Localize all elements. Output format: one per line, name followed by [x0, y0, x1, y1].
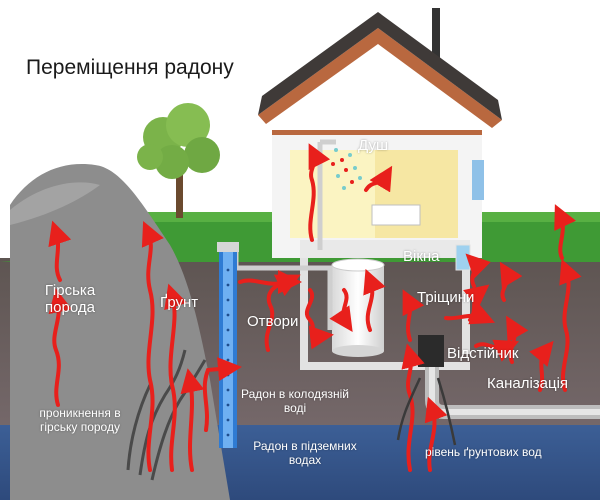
label-shower: Душ: [358, 137, 389, 154]
shower-spray: [331, 148, 362, 190]
tree: [137, 103, 220, 218]
roof: [258, 8, 502, 128]
label-groundwater: Радон в підземних водах: [250, 439, 360, 468]
label-cracks: Тріщини: [417, 289, 475, 306]
label-soil: Ґрунт: [160, 294, 199, 311]
label-rock-text: Гірська порода: [44, 282, 96, 317]
label-groundwater-text: Радон в підземних водах: [253, 439, 357, 467]
soil-cracks: [396, 377, 457, 446]
label-sump: Відстійник: [447, 345, 519, 362]
diagram-title: Переміщення радону: [26, 56, 234, 79]
label-rock: Гірська порода: [30, 282, 110, 317]
water-tank: [331, 258, 385, 357]
well: [217, 242, 239, 448]
sump-pit: [418, 335, 444, 367]
label-water-table: рівень ґрунтових вод: [425, 445, 542, 459]
radon-arrows: [48, 143, 582, 472]
label-sewer: Каналізація: [487, 375, 569, 392]
label-penetration: проникнення в гірську породу: [20, 406, 140, 435]
label-windows: Вікна: [403, 248, 440, 265]
label-well-water: Радон в колодязній воді: [240, 387, 350, 416]
label-well-water-text: Радон в колодязній воді: [241, 387, 349, 415]
rock-shade: [10, 182, 100, 225]
label-penetration-text: проникнення в гірську породу: [39, 406, 121, 434]
label-openings: Отвори: [247, 313, 299, 330]
